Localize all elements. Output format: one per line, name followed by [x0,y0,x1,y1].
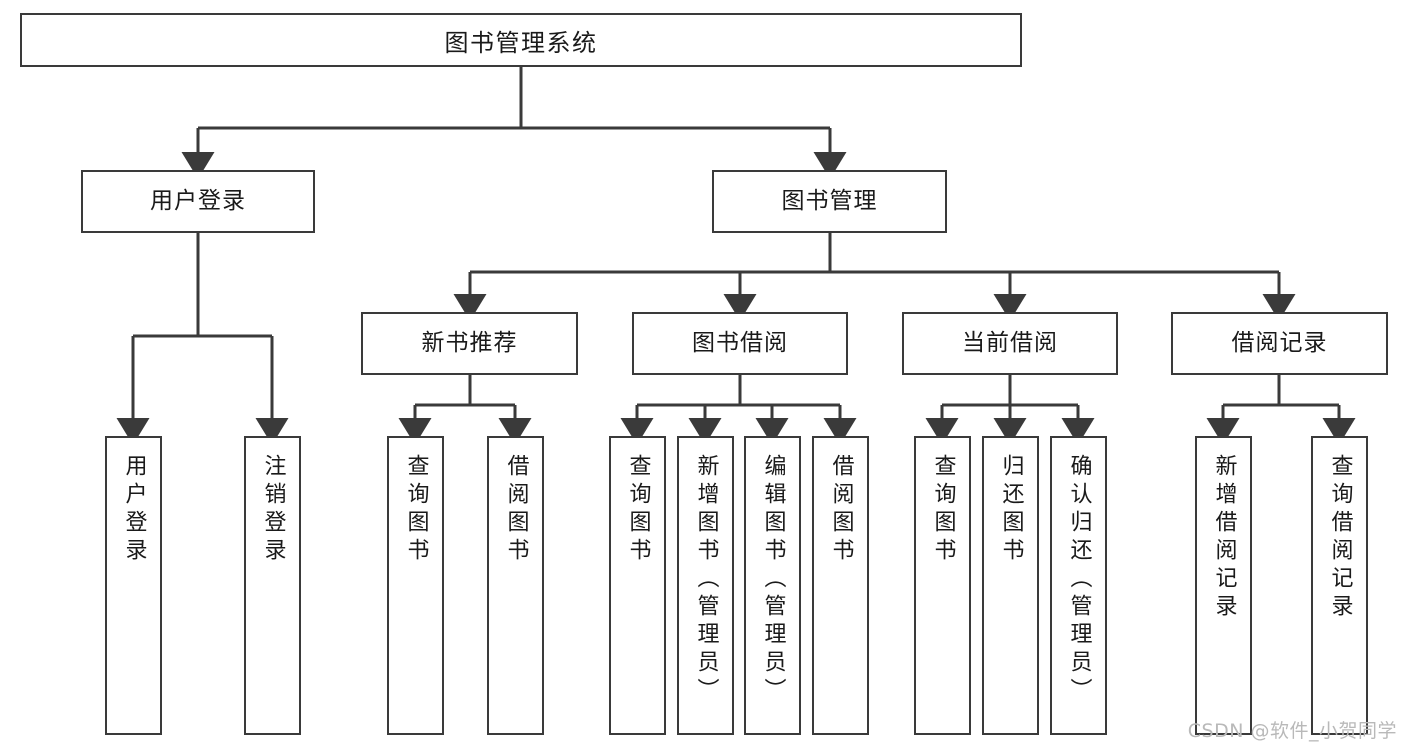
leaf-borrow-record-add-record[interactable]: 新增借阅记录 [1195,436,1252,735]
node-book-management[interactable]: 图书管理 [712,170,947,233]
leaf-borrow-record-query-record[interactable]: 查询借阅记录 [1311,436,1368,735]
node-label: 查询借阅记录 [1327,454,1353,622]
node-label: 图书管理系统 [444,28,598,57]
leaf-book-borrow-add-book-admin[interactable]: 新增图书（管理员） [677,436,734,735]
leaf-current-borrow-query-book[interactable]: 查询图书 [914,436,971,735]
node-label: 确认归还（管理员） [1066,454,1092,706]
leaf-current-borrow-return-book[interactable]: 归还图书 [982,436,1039,735]
leaf-user-login-logout[interactable]: 注销登录 [244,436,301,735]
node-label: 新增图书（管理员） [693,454,719,706]
node-label: 新书推荐 [421,329,518,356]
node-label: 用户登录 [121,454,147,566]
leaf-new-book-query-book[interactable]: 查询图书 [387,436,444,735]
node-borrow-record[interactable]: 借阅记录 [1171,312,1388,375]
node-current-borrow[interactable]: 当前借阅 [902,312,1118,375]
node-label: 图书借阅 [692,329,788,356]
node-root-book-management-system[interactable]: 图书管理系统 [20,13,1022,67]
node-label: 注销登录 [260,454,286,566]
node-label: 当前借阅 [962,329,1058,356]
leaf-new-book-borrow-book[interactable]: 借阅图书 [487,436,544,735]
node-label: 编辑图书（管理员） [760,454,786,706]
node-label: 查询图书 [403,454,429,566]
node-label: 借阅图书 [828,454,854,566]
leaf-current-borrow-confirm-return-admin[interactable]: 确认归还（管理员） [1050,436,1107,735]
leaf-book-borrow-borrow-book[interactable]: 借阅图书 [812,436,869,735]
node-new-book-recommend[interactable]: 新书推荐 [361,312,578,375]
leaf-book-borrow-query-book[interactable]: 查询图书 [609,436,666,735]
node-book-borrow[interactable]: 图书借阅 [632,312,848,375]
node-user-login[interactable]: 用户登录 [81,170,315,233]
node-label: 借阅图书 [503,454,529,566]
node-label: 用户登录 [150,187,246,214]
leaf-book-borrow-edit-book-admin[interactable]: 编辑图书（管理员） [744,436,801,735]
node-label: 归还图书 [998,454,1024,566]
node-label: 借阅记录 [1231,329,1328,356]
node-label: 查询图书 [930,454,956,566]
node-label: 图书管理 [781,187,878,214]
node-label: 查询图书 [625,454,651,566]
leaf-user-login-login[interactable]: 用户登录 [105,436,162,735]
node-label: 新增借阅记录 [1211,454,1237,622]
